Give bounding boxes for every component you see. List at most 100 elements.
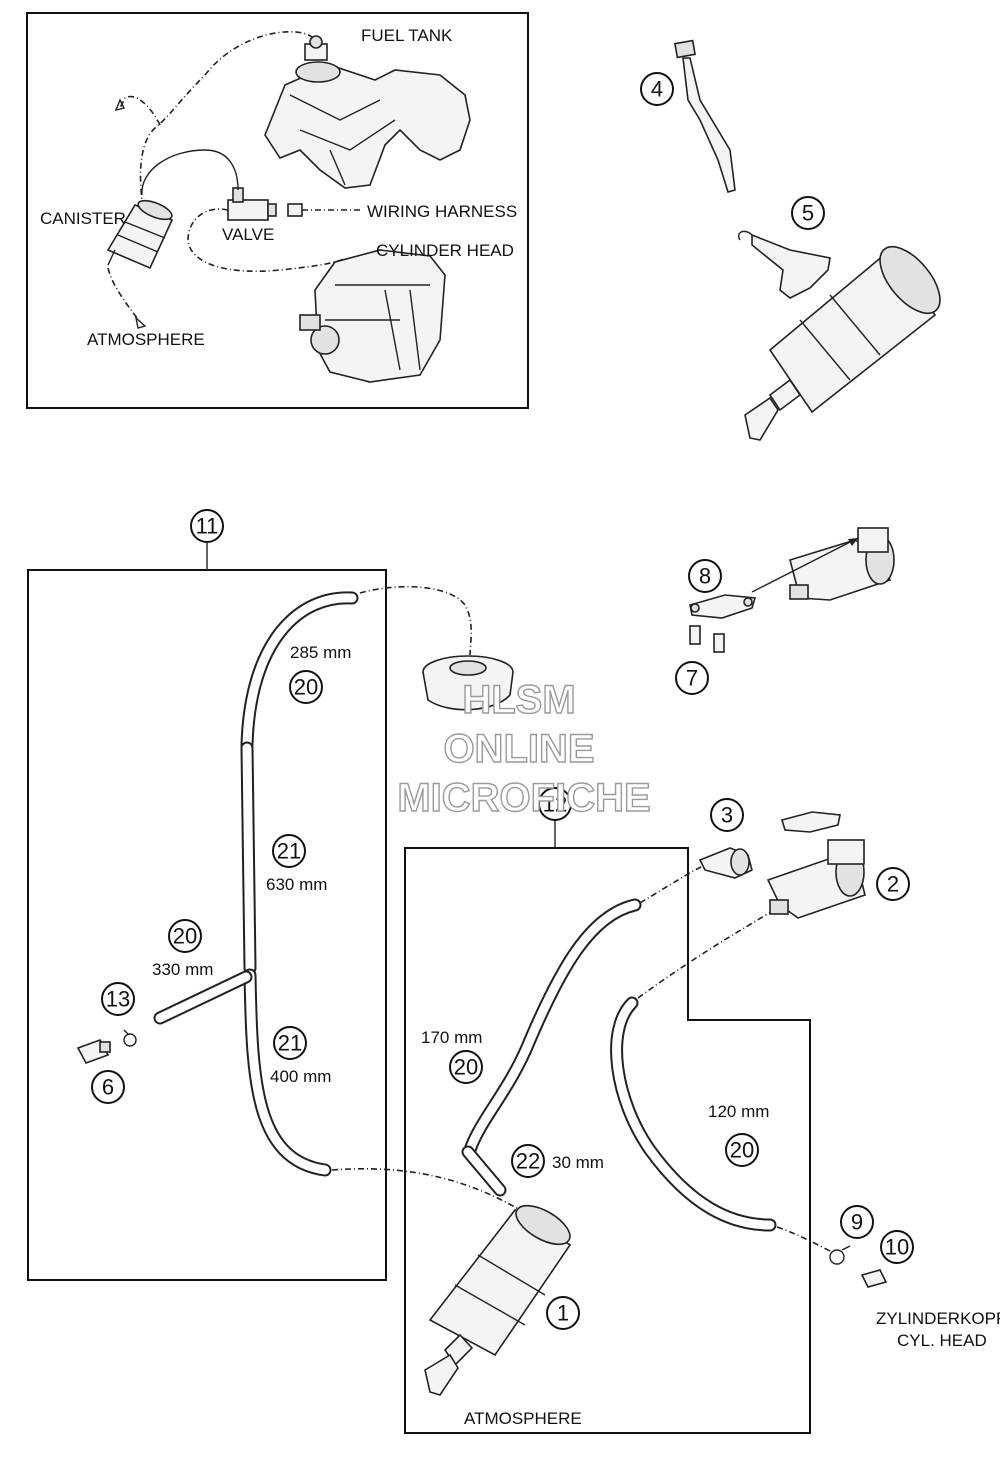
callout-12-label: 12 [543, 792, 567, 817]
part-10-nipple [860, 1269, 888, 1288]
callout-1-label: 1 [557, 1301, 569, 1326]
line-285-to-cap [359, 585, 473, 656]
hose-120 [610, 996, 777, 1232]
callout-13 [101, 982, 135, 1016]
callout-22-label: 22 [516, 1149, 540, 1174]
callout-2 [876, 867, 910, 901]
line-120-to-2 [637, 907, 779, 999]
callout-4 [640, 72, 674, 106]
arrow-head-8 [848, 538, 858, 546]
callout-20-d [725, 1133, 759, 1167]
canister-to-valve-line [141, 149, 239, 196]
callout-12 [538, 787, 572, 821]
callout-7-label: 7 [686, 666, 698, 691]
part-9-clamp [829, 1245, 851, 1265]
callout-13-label: 13 [106, 987, 130, 1012]
callout-10 [880, 1230, 914, 1264]
fuel-cap-drawing [422, 655, 514, 711]
atmosphere-label: ATMOSPHERE [464, 1409, 582, 1428]
callout-21-b [273, 1026, 307, 1060]
callout-5-label: 5 [802, 201, 814, 226]
vent-arrow [114, 98, 126, 112]
hose-330 [153, 970, 253, 1025]
line-170-to-3 [639, 864, 706, 904]
callout-1 [546, 1296, 580, 1330]
length-285: 285 mm [290, 643, 351, 662]
fuel-tank-label: FUEL TANK [361, 26, 453, 45]
callout-20-a-label: 20 [294, 675, 318, 700]
valve-small-drawing [227, 187, 303, 221]
callout-2-label: 2 [887, 872, 899, 897]
kit-12-frame [404, 847, 811, 1434]
callout-20-b-label: 20 [173, 924, 197, 949]
cyl-head-label: CYL. HEAD [897, 1331, 987, 1350]
line-120-to-9 [776, 1226, 833, 1253]
part-7-screws [689, 625, 725, 653]
callout-3 [710, 798, 744, 832]
callout-20-c-label: 20 [454, 1055, 478, 1080]
vent-line [119, 95, 161, 126]
length-400: 400 mm [270, 1067, 331, 1086]
atmosphere-overview-label: ATMOSPHERE [87, 330, 205, 349]
atmosphere-arrow [134, 316, 147, 329]
length-120: 120 mm [708, 1102, 769, 1121]
callout-21-a-label: 21 [277, 839, 301, 864]
callout-3-label: 3 [721, 803, 733, 828]
tank-to-canister-line [139, 31, 314, 201]
length-170: 170 mm [421, 1028, 482, 1047]
watermark-line-1: HLSM [462, 678, 575, 722]
fuel-tank-drawing [264, 35, 471, 189]
callout-11 [190, 509, 224, 543]
zylinderkopf-label: ZYLINDERKOPF [876, 1309, 1000, 1328]
callout-20-c [449, 1050, 483, 1084]
callout-20-d-label: 20 [730, 1138, 754, 1163]
part-8-bracket [689, 594, 757, 619]
canister-to-atmosphere-line [107, 267, 141, 323]
hose-170 [463, 898, 642, 1157]
arrow-8-to-valve [751, 537, 859, 593]
callout-21-a [272, 834, 306, 868]
length-330: 330 mm [152, 960, 213, 979]
hose-30 [461, 1145, 507, 1197]
callout-7 [675, 661, 709, 695]
callout-6 [91, 1070, 125, 1104]
canister-small-drawing [106, 199, 174, 270]
canister-label: CANISTER [40, 209, 126, 228]
line-400-to-canister [331, 1168, 521, 1211]
callout-21-b-label: 21 [278, 1031, 302, 1056]
part-1-canister [424, 1204, 572, 1396]
callout-10-label: 10 [885, 1235, 909, 1260]
cylinder-head-drawing [299, 249, 446, 383]
callout-8 [688, 559, 722, 593]
part-6-fitting [76, 1039, 111, 1064]
length-30: 30 mm [552, 1153, 604, 1172]
hose-285 [240, 591, 359, 752]
watermark-line-3: MICROFICHE [397, 776, 650, 820]
part-4-strap [673, 39, 736, 193]
valve-label: VALVE [222, 225, 274, 244]
callout-9 [840, 1205, 874, 1239]
callout-9-label: 9 [851, 1210, 863, 1235]
part-5-bracket [738, 230, 831, 299]
hose-630 [240, 741, 257, 975]
valve-top-drawing [789, 527, 895, 601]
callout-5 [791, 196, 825, 230]
overview-panel: FUEL TANK CANISTER VALVE WIRING HARNESS … [26, 12, 529, 409]
callout-6-label: 6 [102, 1075, 114, 1100]
callout-20-a [289, 670, 323, 704]
callout-8-label: 8 [699, 564, 711, 589]
wiring-harness-label: WIRING HARNESS [367, 202, 517, 221]
callout-4-label: 4 [651, 77, 663, 102]
callout-20-b [168, 919, 202, 953]
cylinder-head-label: CYLINDER HEAD [376, 241, 514, 260]
watermark-line-2: ONLINE [443, 727, 594, 771]
part-3-fitting [698, 847, 753, 879]
callout-11-label: 11 [196, 514, 219, 539]
callout-22 [511, 1144, 545, 1178]
kit-11-frame [27, 569, 387, 1281]
canister-large-drawing [744, 245, 941, 441]
part-2-valve [766, 811, 866, 919]
part-13-clamp [123, 1029, 137, 1047]
overview-frame [26, 12, 529, 409]
